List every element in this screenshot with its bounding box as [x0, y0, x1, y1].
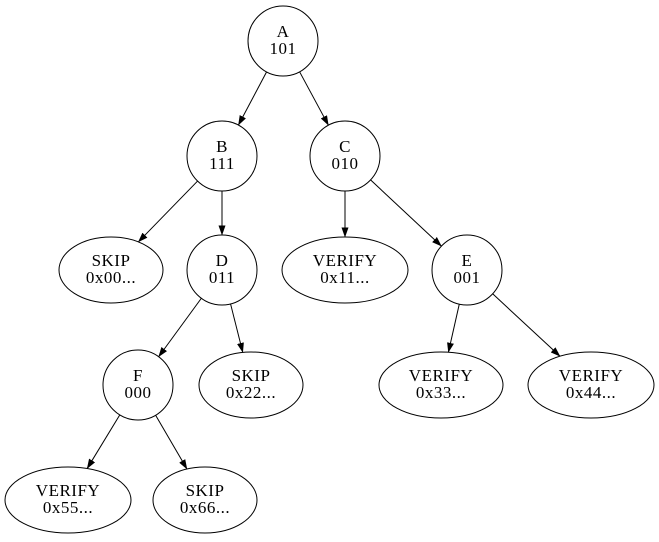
edge-E-to-VERIFY-0x33 — [447, 304, 460, 353]
edge-C-to-E — [370, 179, 442, 247]
node-SKIP-0x00-ellipse — [58, 236, 164, 304]
edge-A-to-C — [299, 71, 329, 126]
node-SKIP-0x66-ellipse — [152, 466, 258, 534]
edge-B-to-SKIP-0x00 — [137, 180, 198, 243]
edge-F-to-VERIFY-0x55 — [86, 414, 121, 469]
node-B-circle — [186, 120, 258, 192]
edges-layer — [86, 71, 561, 470]
edge-D-to-SKIP-0x22 — [230, 303, 244, 353]
node-F-circle — [102, 349, 174, 421]
node-A-circle — [247, 5, 319, 77]
node-C-circle — [309, 120, 381, 192]
edge-D-to-F — [158, 297, 202, 358]
node-E-circle — [431, 234, 503, 306]
node-SKIP-0x22-ellipse — [198, 351, 304, 419]
node-VERIFY-0x55-ellipse — [4, 466, 132, 534]
node-D-circle — [186, 234, 258, 306]
edge-A-to-B — [237, 71, 268, 126]
edge-F-to-SKIP-0x66 — [155, 414, 188, 470]
edge-E-to-VERIFY-0x44 — [492, 293, 561, 357]
node-VERIFY-0x33-ellipse — [378, 351, 504, 419]
node-VERIFY-0x44-ellipse — [527, 351, 655, 419]
node-VERIFY-0x11-ellipse — [281, 236, 409, 304]
